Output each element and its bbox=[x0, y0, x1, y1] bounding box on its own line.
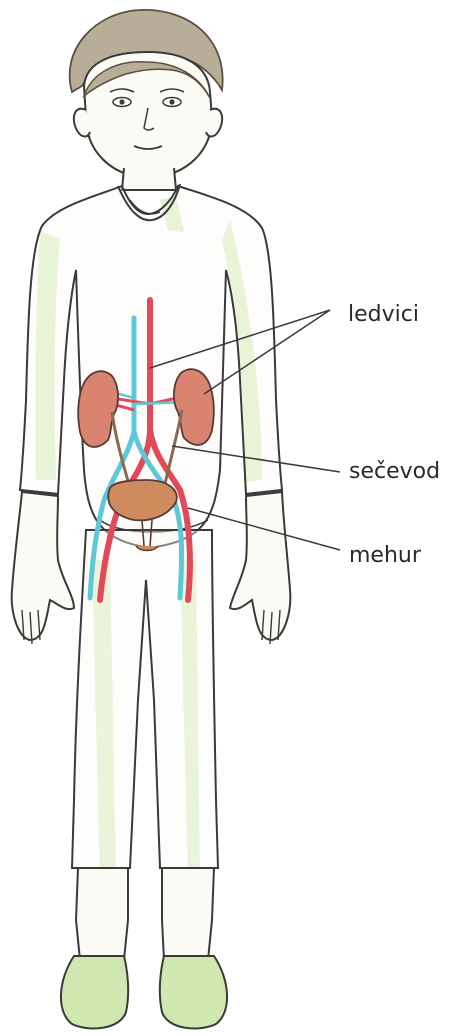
right-sock bbox=[162, 868, 214, 960]
label-ureter: sečevod bbox=[349, 461, 440, 483]
right-shoe bbox=[160, 956, 227, 1028]
label-bladder: mehur bbox=[349, 545, 421, 567]
left-sock bbox=[76, 868, 128, 960]
left-hand bbox=[12, 492, 74, 640]
child-head bbox=[70, 10, 223, 178]
neck bbox=[122, 168, 176, 190]
right-hand bbox=[230, 492, 290, 640]
left-pupil bbox=[119, 99, 124, 104]
left-shoe bbox=[61, 956, 128, 1028]
child-legs bbox=[61, 530, 227, 1028]
trousers bbox=[72, 530, 218, 868]
right-pupil bbox=[169, 99, 174, 104]
label-kidneys: ledvici bbox=[348, 304, 419, 326]
